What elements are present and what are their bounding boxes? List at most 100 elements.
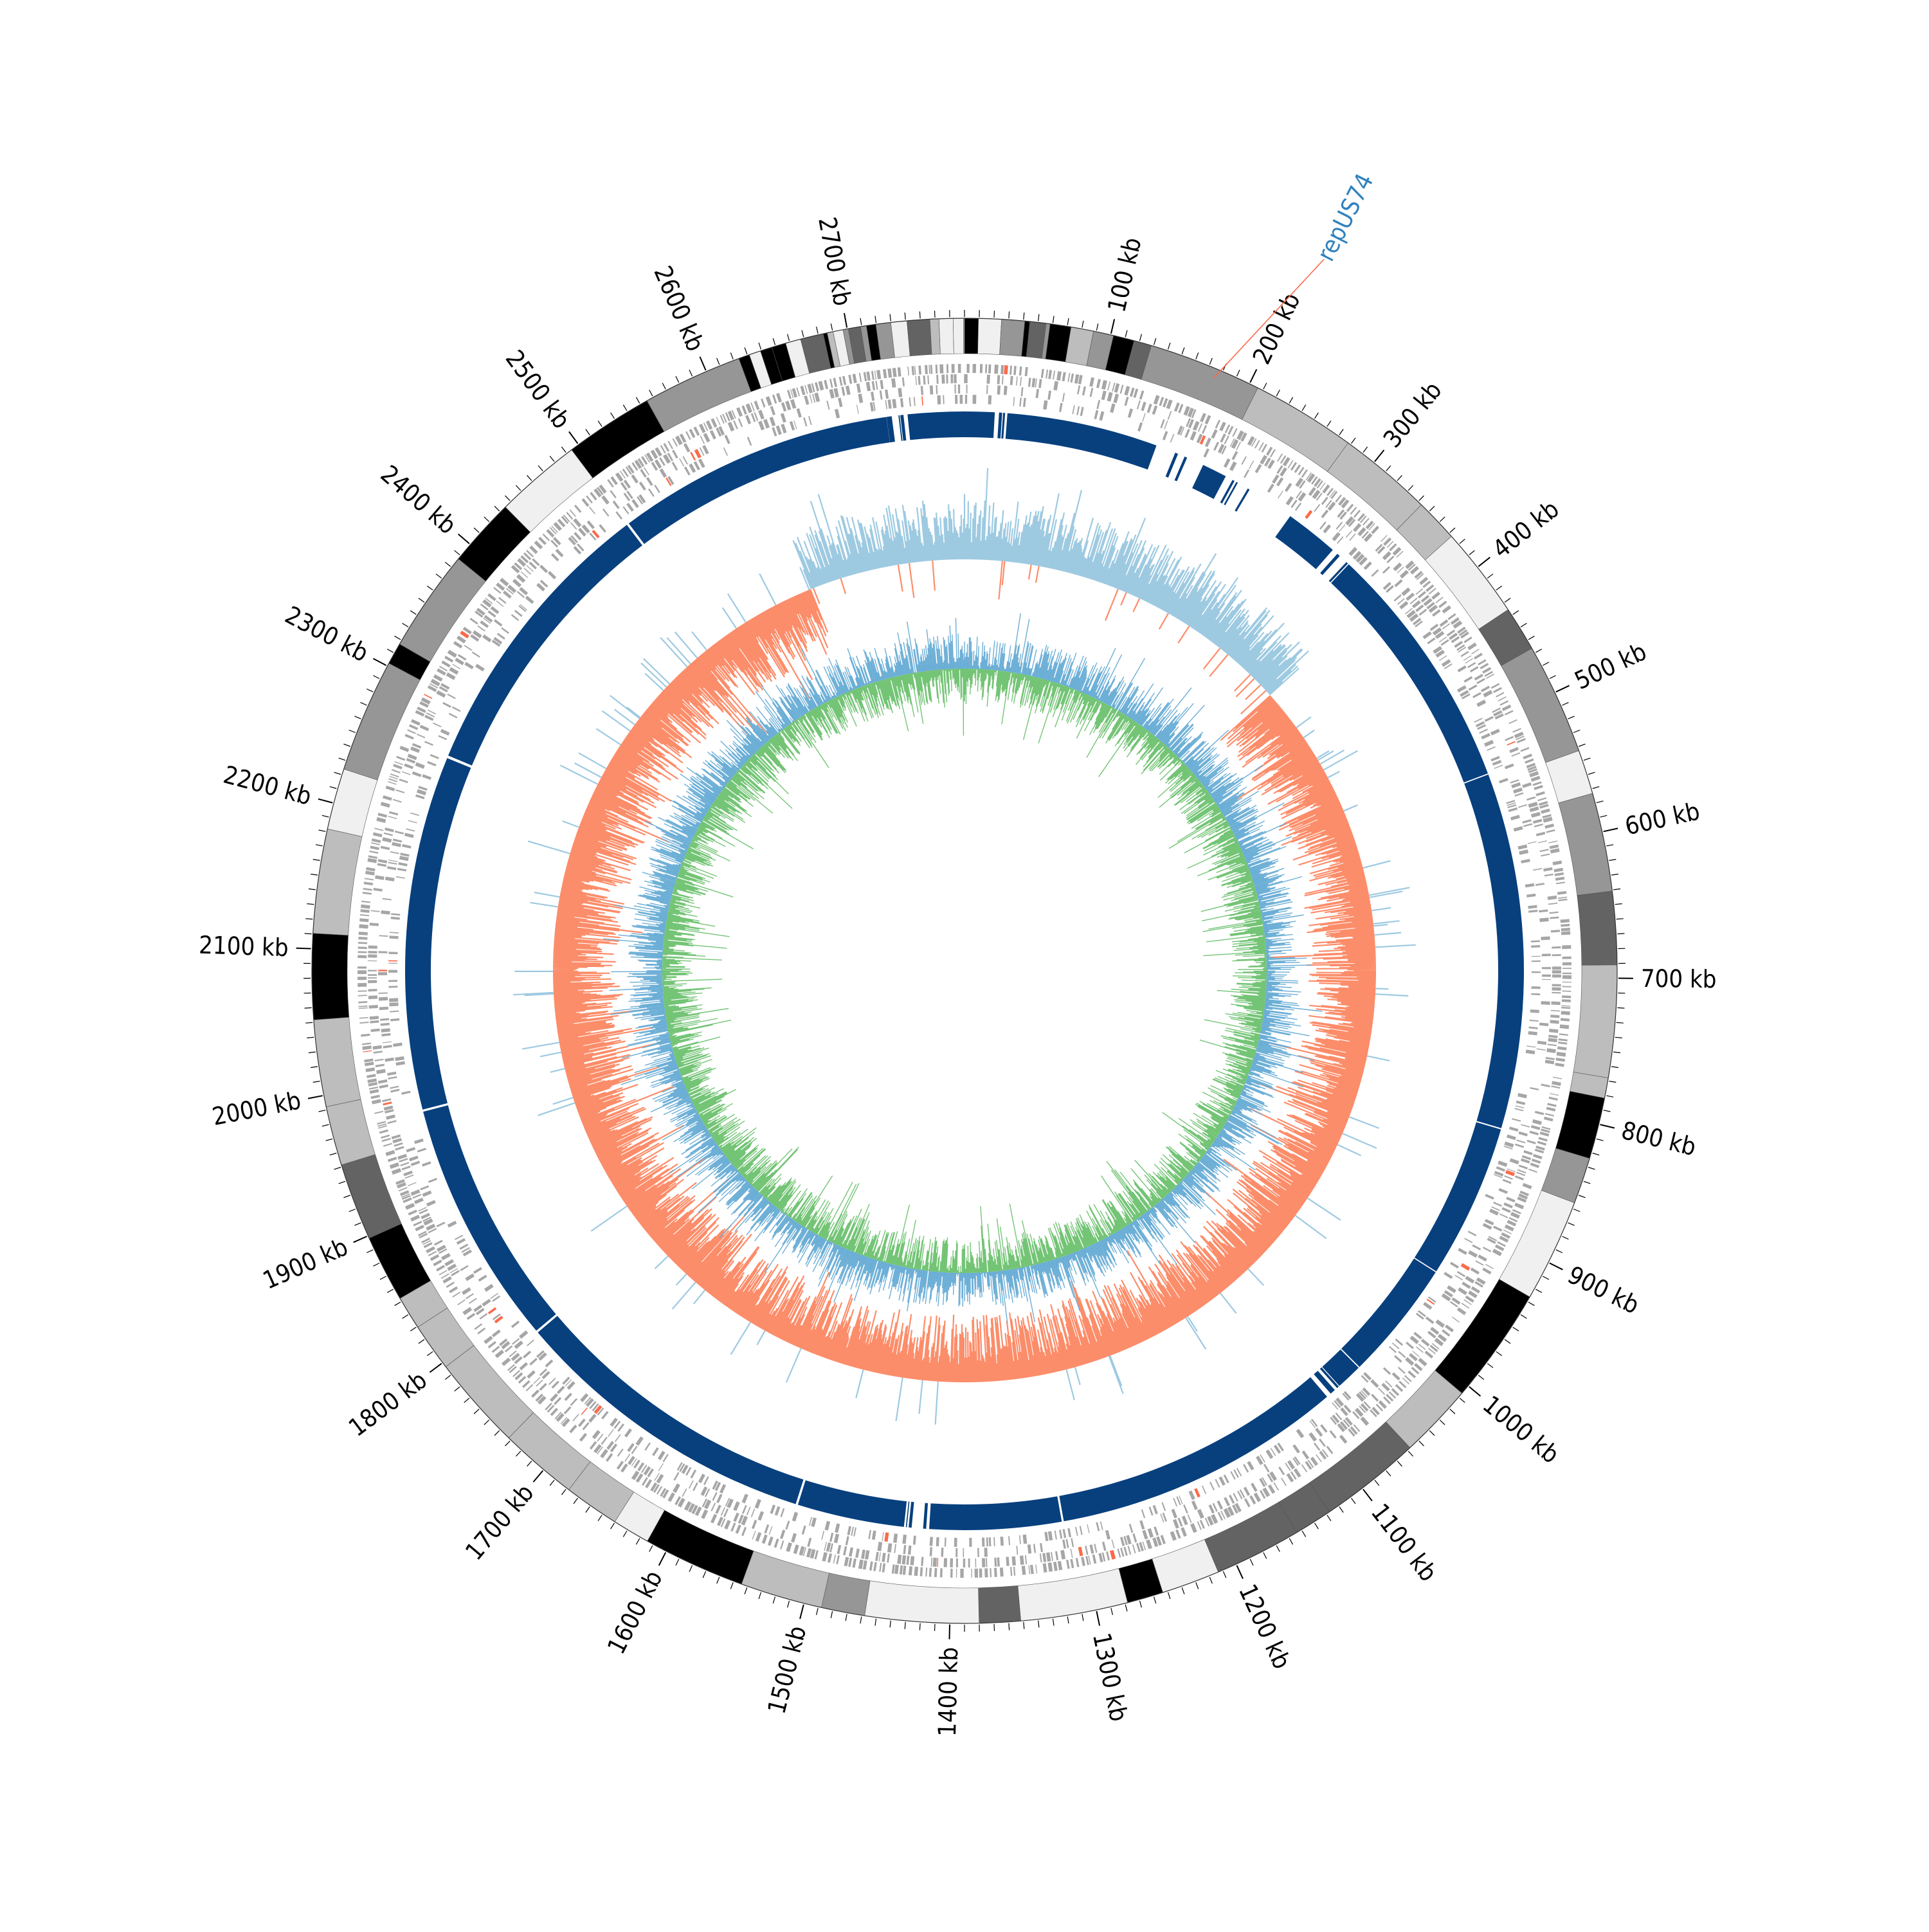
gene-feature [1204, 1517, 1210, 1527]
gene-feature [1550, 1093, 1559, 1096]
gene-feature [727, 1498, 734, 1508]
gene-feature [1548, 1038, 1557, 1043]
gene-feature [534, 540, 543, 550]
gene-feature [1019, 1555, 1024, 1565]
gene-feature [1555, 876, 1565, 881]
gene-feature [631, 1445, 638, 1454]
gene-feature [1277, 453, 1283, 462]
gene-feature [1406, 592, 1415, 601]
gene-feature [1450, 1261, 1459, 1269]
gene-feature [1528, 802, 1538, 808]
homology-block [1275, 516, 1333, 570]
gene-feature [1430, 1326, 1440, 1335]
gene-feature [1231, 451, 1238, 460]
gene-feature [796, 408, 802, 418]
gene-feature [1561, 1005, 1571, 1007]
gene-feature [487, 610, 496, 618]
gene-feature [801, 1525, 806, 1535]
gene-feature [576, 543, 584, 552]
gene-feature [1401, 587, 1411, 597]
gene-feature [845, 1536, 849, 1546]
gene-feature [385, 785, 395, 791]
gene-feature [1153, 395, 1160, 405]
gene-feature [1335, 1412, 1343, 1421]
gene-feature [430, 1254, 440, 1261]
gene-feature [483, 617, 491, 624]
gene-feature [1529, 1019, 1539, 1022]
gene-feature [1454, 1274, 1463, 1281]
gene-feature [1391, 1387, 1400, 1396]
gene-feature [377, 1123, 387, 1127]
gene-feature [381, 1134, 390, 1139]
gene-feature [1099, 411, 1105, 421]
gene-feature [1449, 1301, 1458, 1308]
gene-feature [704, 1488, 711, 1497]
gene-feature [430, 678, 440, 687]
gene-feature [908, 1566, 913, 1576]
gene-feature [1043, 400, 1048, 410]
gene-feature [750, 402, 755, 411]
gene-feature [1152, 1537, 1159, 1548]
gene-feature [406, 828, 415, 832]
gene-feature [929, 1547, 932, 1557]
gene-feature [1247, 436, 1255, 446]
tick-label: 2300 kb [280, 600, 373, 667]
gene-feature [769, 417, 776, 427]
homology-block [1192, 465, 1226, 500]
gene-feature [1253, 1492, 1262, 1503]
gene-feature [368, 950, 377, 954]
gene-feature [1011, 1556, 1017, 1566]
gene-feature [1066, 1559, 1070, 1569]
gene-feature [376, 817, 386, 824]
gene-feature [689, 463, 696, 473]
gene-feature [1196, 433, 1203, 444]
gene-feature [610, 1443, 618, 1452]
gene-feature [422, 1216, 431, 1222]
gene-feature [1348, 546, 1357, 556]
gene-feature [590, 492, 597, 501]
gene-feature [447, 693, 456, 700]
gene-feature [911, 366, 915, 375]
gene-feature [407, 729, 416, 734]
tick-label: 2600 kb [648, 262, 710, 355]
gene-feature [1467, 642, 1477, 651]
gene-feature [842, 375, 847, 386]
gene-feature [1227, 426, 1234, 435]
gene-feature [399, 1190, 410, 1196]
gene-feature [654, 484, 660, 493]
gene-feature [1435, 597, 1444, 604]
gene-feature [1558, 1042, 1568, 1045]
gene-feature [691, 1504, 698, 1515]
gene-feature [1386, 541, 1394, 548]
gene-feature [1539, 917, 1549, 923]
gene-feature [1166, 399, 1173, 410]
gene-feature [1493, 710, 1503, 717]
gene-feature [960, 1568, 964, 1578]
gene-feature [731, 410, 736, 419]
gene-feature [858, 373, 862, 383]
gene-feature [573, 546, 582, 555]
gene-feature [1060, 1549, 1066, 1560]
gene-feature [592, 529, 600, 539]
gene-feature [694, 1506, 702, 1517]
gene-feature [1339, 524, 1346, 532]
gene-feature [1199, 1519, 1205, 1529]
gene-feature [1551, 1085, 1561, 1089]
gene-feature [1270, 1447, 1276, 1456]
gene-feature [1003, 386, 1008, 395]
gene-feature [440, 1273, 449, 1279]
gene-feature [793, 420, 797, 429]
gene-feature [1078, 1546, 1083, 1557]
gene-feature [377, 863, 387, 867]
gene-feature [884, 1532, 889, 1542]
gene-feature [362, 1045, 372, 1051]
gene-feature [365, 871, 375, 876]
gene-feature [494, 1350, 504, 1359]
gene-feature [1413, 1332, 1422, 1340]
gene-feature [829, 1543, 833, 1553]
contig-segment [327, 768, 378, 837]
gene-feature [532, 558, 540, 566]
gene-feature [525, 1384, 534, 1391]
gene-feature [416, 789, 427, 796]
gene-feature [1541, 953, 1551, 957]
